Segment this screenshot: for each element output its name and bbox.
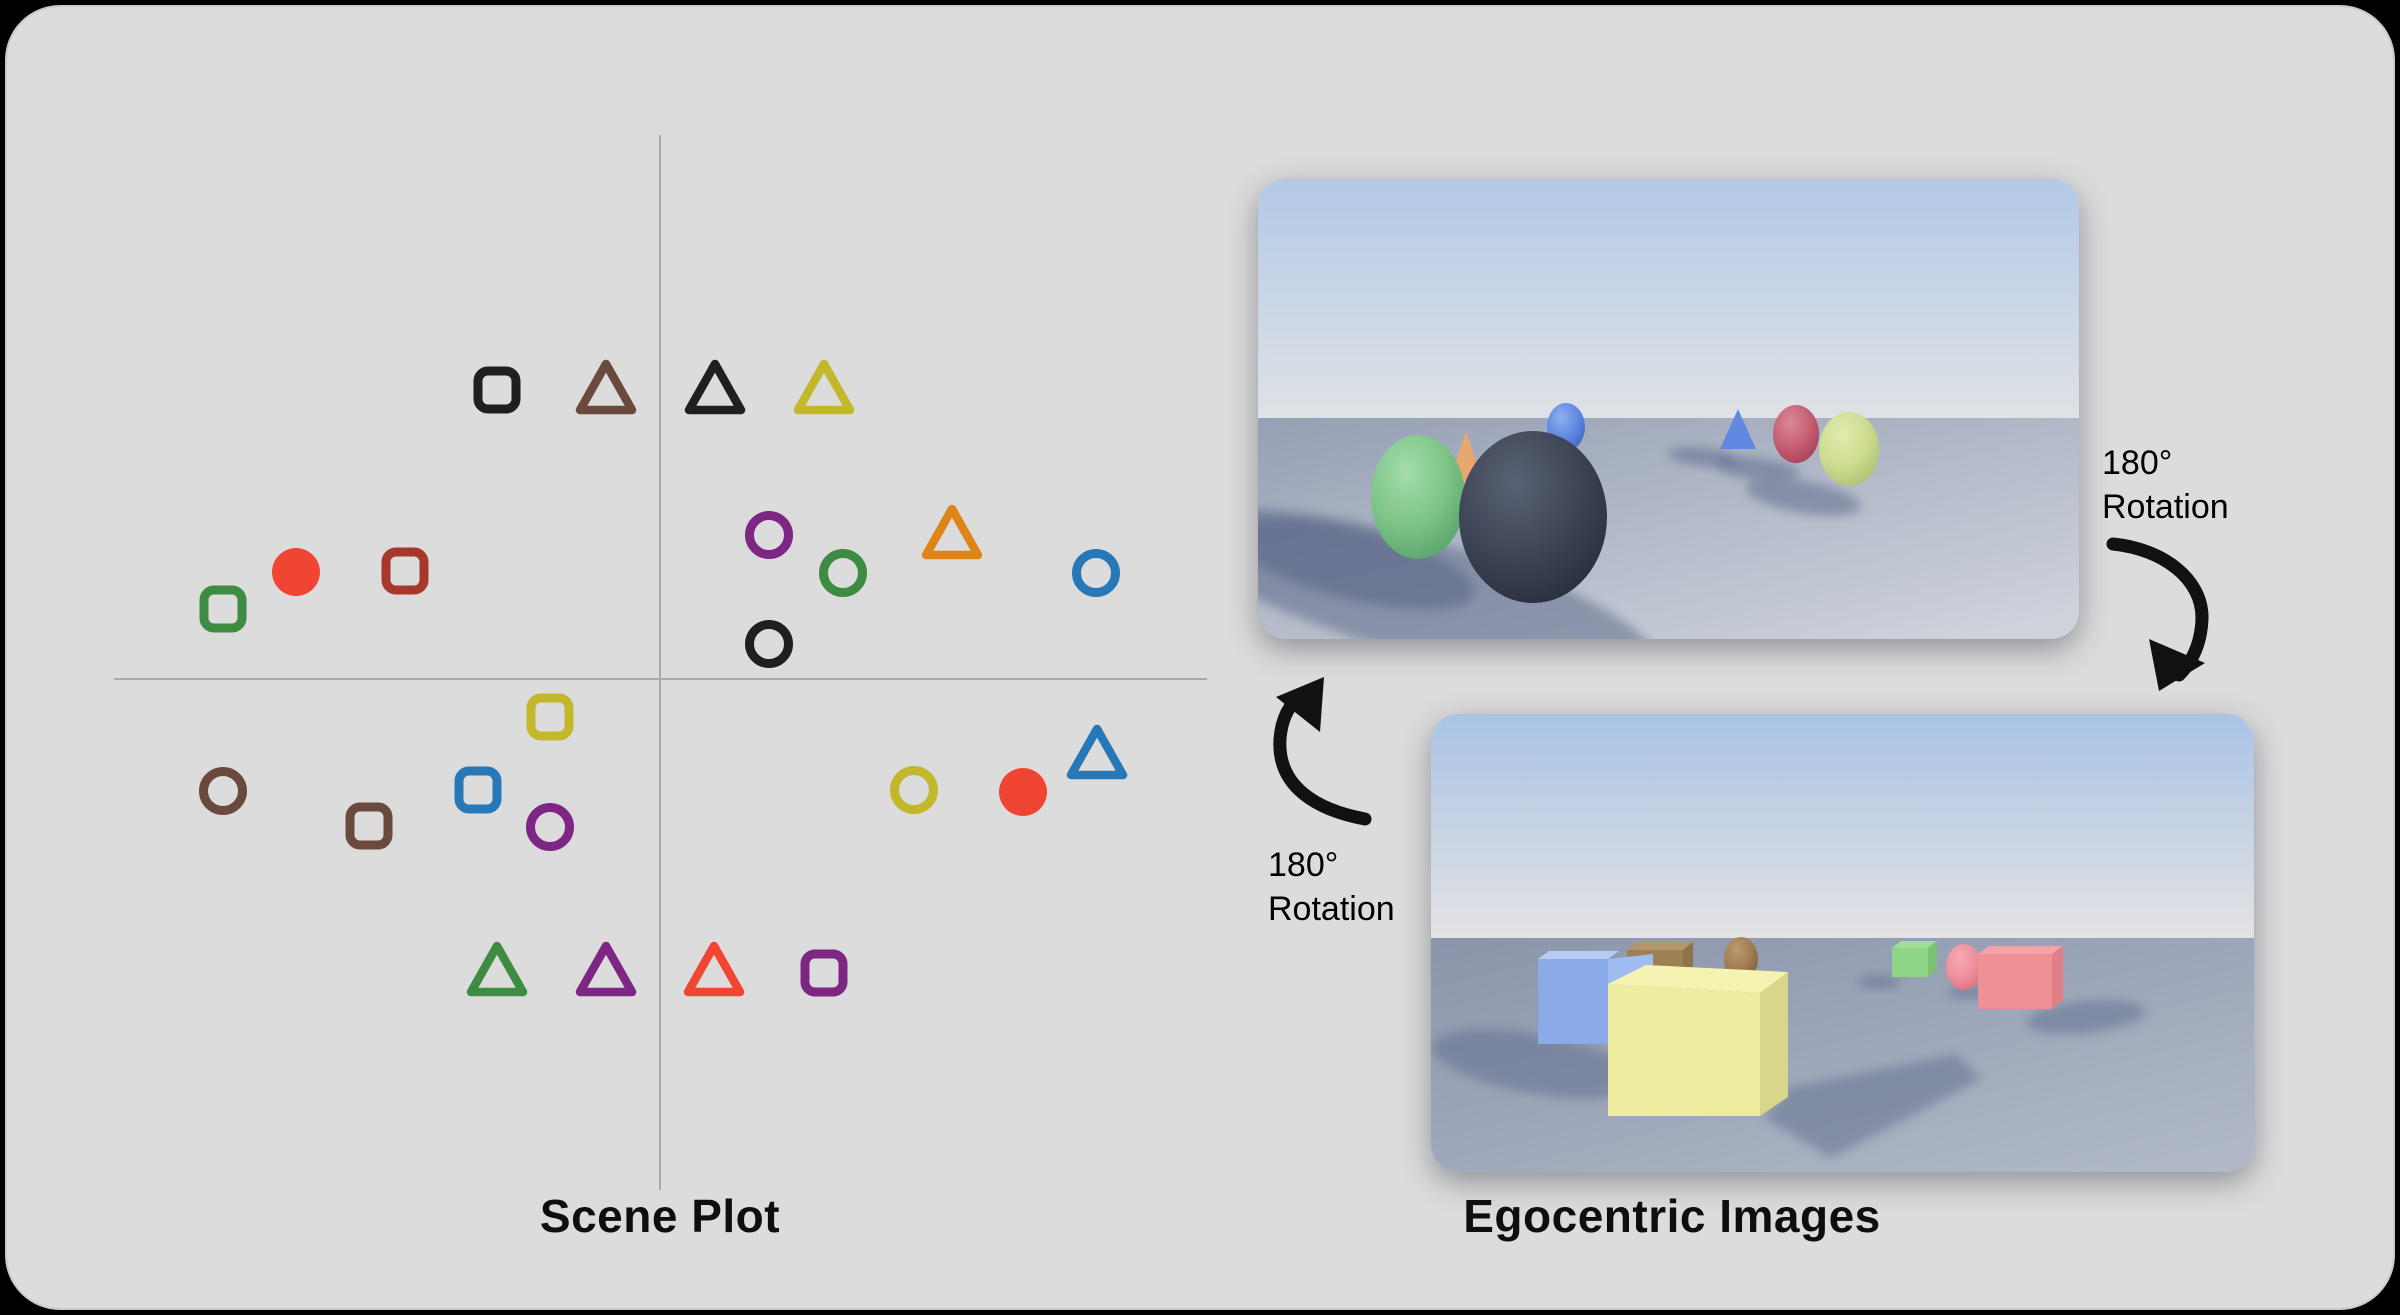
marker-square-green [199, 585, 247, 633]
scene-plot-vertical-axis [659, 135, 661, 1190]
shadow-ellipse [1745, 478, 1861, 516]
green-sphere [1371, 435, 1465, 559]
red-cube-right [2052, 946, 2063, 1009]
marker-circle-green [819, 549, 867, 597]
shadow-ellipse [1716, 457, 1800, 481]
marker-triangle-purple [575, 941, 637, 997]
green-cube-front [1892, 948, 1928, 977]
rotation-label-top-line1: 180° [2102, 444, 2173, 482]
blue-cube-front [1538, 959, 1608, 1044]
marker-circle-brown [199, 767, 247, 815]
shadow-ellipse [1857, 975, 1901, 989]
sky [1258, 179, 2079, 418]
shadow-ellipse [2026, 999, 2146, 1035]
green-cube-right [1928, 941, 1937, 977]
dark-navy-sphere [1459, 431, 1607, 603]
marker-circle-purple [526, 803, 574, 851]
marker-dot-red [999, 768, 1047, 816]
shadow-poly [1764, 1054, 1981, 1158]
rotation-label-bottom-line1: 180° [1268, 846, 1339, 884]
rotation-label-top-line2: Rotation [2102, 488, 2229, 526]
egocentric-image-top [1258, 179, 2079, 639]
marker-square-blue [454, 766, 502, 814]
egocentric-scene-bottom [1431, 714, 2254, 1172]
egocentric-images-title: Egocentric Images [1463, 1190, 1881, 1242]
marker-square-purple [800, 949, 848, 997]
tan-cube-top [1627, 942, 1693, 950]
crimson-sphere [1773, 405, 1819, 463]
marker-circle-black [745, 620, 793, 668]
green-cube-top [1892, 941, 1937, 948]
egocentric-image-bottom [1431, 714, 2254, 1172]
shadow-ellipse [1432, 1029, 1640, 1099]
marker-triangle-yellow [793, 359, 855, 415]
marker-square-dark_red [381, 547, 429, 595]
rotation-arrow-down-icon [2106, 537, 2209, 691]
marker-triangle-red [683, 941, 745, 997]
rotation-label-top: 180° Rotation [2102, 441, 2229, 529]
shadow-ellipse [1258, 508, 1659, 639]
marker-dot-red [272, 548, 320, 596]
marker-triangle-blue [1066, 724, 1128, 780]
red-cube-front [1978, 954, 2052, 1009]
marker-triangle-brown [575, 359, 637, 415]
yellow-cube-top [1608, 965, 1788, 993]
yellow-green-sphere [1819, 412, 1879, 486]
egocentric-scene-top [1258, 179, 2079, 639]
tan-cube-right [1683, 942, 1693, 973]
yellow-cube-front [1608, 984, 1760, 1116]
marker-triangle-orange [921, 504, 983, 560]
figure-card: Scene Plot Egocentric Images 180° Rotati… [5, 5, 2395, 1310]
blue-cone [1720, 409, 1756, 449]
marker-circle-purple [745, 511, 793, 559]
pink-sphere [1946, 944, 1982, 990]
marker-square-brown [345, 802, 393, 850]
marker-circle-blue [1072, 549, 1120, 597]
rotation-label-bottom: 180° Rotation [1268, 843, 1395, 931]
scene-plot-horizontal-axis [114, 678, 1207, 680]
red-cube-top [1978, 946, 2063, 954]
marker-triangle-green [466, 941, 528, 997]
rotation-arrow-up-icon [1273, 677, 1372, 826]
marker-square-yellow [526, 693, 574, 741]
rotation-label-bottom-line2: Rotation [1268, 890, 1395, 928]
marker-triangle-black [684, 359, 746, 415]
sky [1431, 714, 2254, 938]
marker-square-black [473, 366, 521, 414]
marker-circle-yellow [890, 766, 938, 814]
blue-cube-top [1538, 951, 1619, 959]
yellow-cube-right [1760, 972, 1788, 1116]
scene-plot-title: Scene Plot [539, 1190, 781, 1242]
